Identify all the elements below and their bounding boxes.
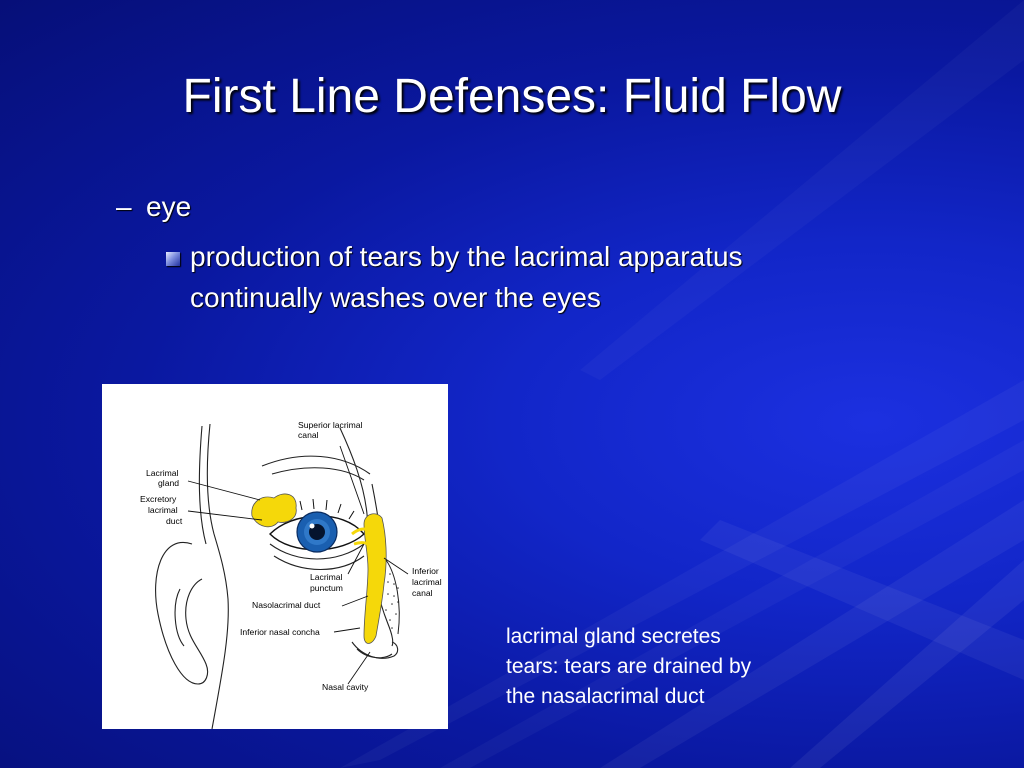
- square-bullet-icon: [166, 252, 180, 266]
- bullet-level2: production of tears by the lacrimal appa…: [166, 236, 886, 318]
- label-superior-canal-2: canal: [298, 430, 319, 440]
- lacrimal-diagram-svg: Superior lacrimal canal Lacrimal gland E…: [140, 420, 442, 729]
- label-nasolacrimal-duct: Nasolacrimal duct: [252, 600, 321, 610]
- label-inferior-canal-1: Inferior: [412, 566, 439, 576]
- lacrimal-apparatus-diagram: Superior lacrimal canal Lacrimal gland E…: [102, 384, 448, 729]
- label-lacrimal-punctum-1: Lacrimal: [310, 572, 343, 582]
- caption-line3: the nasalacrimal duct: [506, 685, 705, 708]
- bullet-level1: –eye: [116, 188, 191, 226]
- label-excretory-duct-2: lacrimal: [148, 505, 178, 515]
- label-inferior-canal-3: canal: [412, 588, 433, 598]
- label-lacrimal-gland-2: gland: [158, 478, 179, 488]
- bullet-level2-line1: production of tears by the lacrimal appa…: [190, 241, 743, 272]
- label-excretory-duct-3: duct: [166, 516, 183, 526]
- caption-line1: lacrimal gland secretes: [506, 625, 721, 648]
- label-excretory-duct-1: Excretory: [140, 494, 177, 504]
- label-superior-canal-1: Superior lacrimal: [298, 420, 363, 430]
- label-nasal-cavity: Nasal cavity: [322, 682, 369, 692]
- slide-title: First Line Defenses: Fluid Flow: [182, 70, 842, 123]
- label-lacrimal-gland-1: Lacrimal: [146, 468, 179, 478]
- bullet-level1-text: eye: [146, 191, 192, 222]
- bullet-level2-line2: continually washes over the eyes: [190, 282, 601, 313]
- label-inferior-canal-2: lacrimal: [412, 577, 442, 587]
- caption-line2: tears: tears are drained by: [506, 655, 752, 678]
- dash-marker: –: [116, 191, 132, 222]
- label-lacrimal-punctum-2: punctum: [310, 583, 343, 593]
- diagram-caption: lacrimal gland secretes tears: tears are…: [506, 622, 826, 712]
- label-inferior-concha: Inferior nasal concha: [240, 627, 320, 637]
